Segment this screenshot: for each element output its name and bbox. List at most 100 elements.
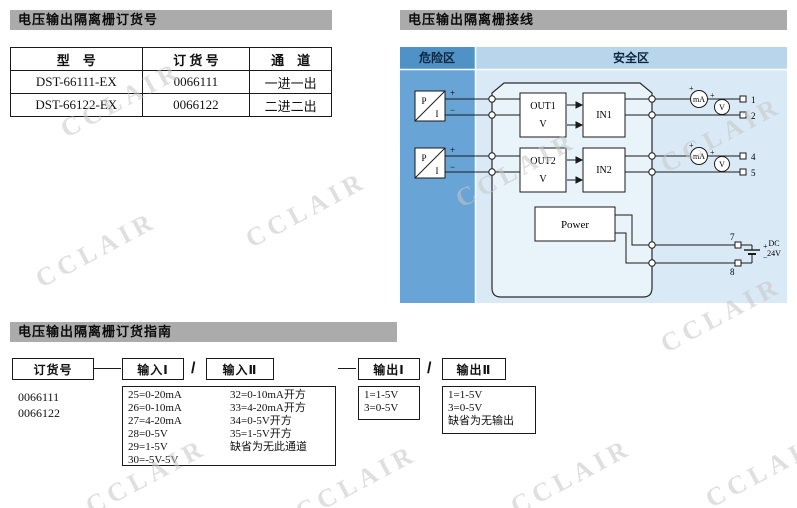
transmitter-2-i-label: I <box>436 166 439 176</box>
order-table: 型 号 订 货 号 通 道 DST-66111-EX 0066111 一进一出 … <box>10 47 332 117</box>
connector-line <box>94 368 121 369</box>
orderno-cell: 0066122 <box>141 93 251 117</box>
dc-voltage-label: 24V <box>767 249 781 258</box>
wiring-diagram: 危险区 安全区 P I + − P I + − <box>400 47 787 303</box>
transmitter-1-symbol <box>414 90 446 122</box>
channel-cell: 一进一出 <box>249 70 332 94</box>
slash-separator: / <box>427 360 432 377</box>
output1-options-box: 1=1-5V 3=0-5V <box>358 386 420 420</box>
v-meter-2-icon <box>714 156 730 172</box>
plus-sign: + <box>689 84 694 93</box>
ma-meter-2-icon <box>690 147 708 165</box>
order-table-header-orderno: 订 货 号 <box>141 47 251 71</box>
v-meter-1-icon <box>714 99 730 115</box>
input1-header-box: 输入Ⅰ <box>122 358 184 380</box>
wiring-diagram-svg: 危险区 安全区 P I + − P I + − <box>400 47 787 303</box>
output1-header-box: 输出Ⅰ <box>358 358 420 380</box>
out2-block <box>519 147 567 193</box>
out2-unit-label: V <box>539 174 547 185</box>
plus-sign: + <box>710 148 715 157</box>
plus-sign: + <box>450 88 455 98</box>
ma-meter-2-label: mA <box>693 152 705 161</box>
output-option: 3=0-5V <box>448 402 483 414</box>
output-option: 1=1-5V <box>448 389 483 401</box>
output-option: 缺省为无输出 <box>448 415 514 427</box>
model-cell: DST-66111-EX <box>10 70 143 94</box>
terminal-2-number: 2 <box>751 111 756 121</box>
watermark-text: CCLAIR <box>30 205 162 294</box>
model-cell: DST-66122-EX <box>10 93 143 117</box>
slash-separator: / <box>191 360 196 377</box>
in1-label: IN1 <box>596 110 612 121</box>
input-option: 27=4-20mA <box>128 415 182 427</box>
input1-options-column: 25=0-20mA 26=0-10mA 27=4-20mA 28=0-5V 29… <box>128 389 220 467</box>
minus-sign: − <box>450 162 455 172</box>
isolation-arrows-ch2 <box>567 156 584 184</box>
input-option: 34=0-5V开方 <box>230 415 292 427</box>
transmitter-2-symbol <box>414 147 446 179</box>
transmitter-1-i-label: I <box>436 109 439 119</box>
order-section-title: 电压输出隔离栅订货号 <box>10 10 332 30</box>
terminal-square-2 <box>739 111 747 119</box>
transmitter-1-p-label: P <box>421 96 426 106</box>
order-table-header-channel: 通 道 <box>249 47 332 71</box>
ma-meter-1-icon <box>690 90 708 108</box>
input-option: 缺省为无此通道 <box>230 441 307 453</box>
output-option: 3=0-5V <box>364 402 399 414</box>
danger-zone-label: 危险区 <box>418 50 455 65</box>
danger-zone-header <box>400 47 475 69</box>
order-table-header-row: 型 号 订 货 号 通 道 <box>10 47 332 71</box>
input-options-box: 25=0-20mA 26=0-10mA 27=4-20mA 28=0-5V 29… <box>122 386 336 466</box>
watermark-text: CCLAIR <box>700 425 797 508</box>
terminal-8-number: 8 <box>730 267 735 277</box>
input-option: 25=0-20mA <box>128 389 182 401</box>
order-number-header-box: 订货号 <box>12 358 94 380</box>
terminal-5-number: 5 <box>751 168 756 178</box>
input-option: 29=1-5V <box>128 441 168 453</box>
input-option: 32=0-10mA开方 <box>230 389 306 401</box>
ma-meter-1-label: mA <box>693 95 705 104</box>
terminal-square-1 <box>739 95 747 103</box>
connector-line <box>338 368 356 369</box>
guide-section-title: 电压输出隔离栅订货指南 <box>10 322 397 342</box>
safe-zone-header <box>475 47 787 69</box>
terminal-7-number: 7 <box>730 232 735 242</box>
watermark-text: CCLAIR <box>505 432 637 508</box>
out1-block <box>519 92 567 138</box>
wiring-section-title: 电压输出隔离栅接线 <box>400 10 787 30</box>
safe-zone-label: 安全区 <box>613 50 649 65</box>
table-row: DST-66122-EX 0066122 二进二出 <box>10 93 332 117</box>
terminal-square-8 <box>734 259 742 267</box>
output-terminals <box>648 95 656 267</box>
orderno-cell: 0066111 <box>141 70 251 94</box>
power-label: Power <box>561 219 589 231</box>
output-option: 1=1-5V <box>364 389 399 401</box>
terminal-square-5 <box>739 168 747 176</box>
plus-sign: + <box>763 242 768 251</box>
channel-cell: 二进二出 <box>249 93 332 117</box>
terminal-square-4 <box>739 152 747 160</box>
order-table-header-model: 型 号 <box>10 47 143 71</box>
input-option: 35=1-5V开方 <box>230 428 292 440</box>
isolation-arrows-ch1 <box>567 101 584 129</box>
input2-options-column: 32=0-10mA开方 33=4-20mA开方 34=0-5V开方 35=1-5… <box>230 389 307 467</box>
input2-header-box: 输入Ⅱ <box>206 358 274 380</box>
in1-block <box>582 92 626 138</box>
out2-label: OUT2 <box>530 156 556 167</box>
out1-label: OUT1 <box>530 101 556 112</box>
watermark-text: CCLAIR <box>240 165 372 254</box>
input-terminals <box>488 95 496 176</box>
in2-block <box>582 147 626 193</box>
in2-label: IN2 <box>596 165 612 176</box>
terminal-1-number: 1 <box>751 95 756 105</box>
transmitter-2-p-label: P <box>421 153 426 163</box>
terminal-4-number: 4 <box>751 152 756 162</box>
input-option: 33=4-20mA开方 <box>230 402 306 414</box>
output2-header-box: 输出Ⅱ <box>442 358 506 380</box>
output2-options-box: 1=1-5V 3=0-5V 缺省为无输出 <box>442 386 536 434</box>
dc-label: DC <box>768 239 779 248</box>
input-option: 30=-5V-5V <box>128 454 179 466</box>
input-option: 28=0-5V <box>128 428 168 440</box>
v-meter-2-label: V <box>719 160 725 169</box>
order-number-value: 0066111 <box>18 390 60 404</box>
